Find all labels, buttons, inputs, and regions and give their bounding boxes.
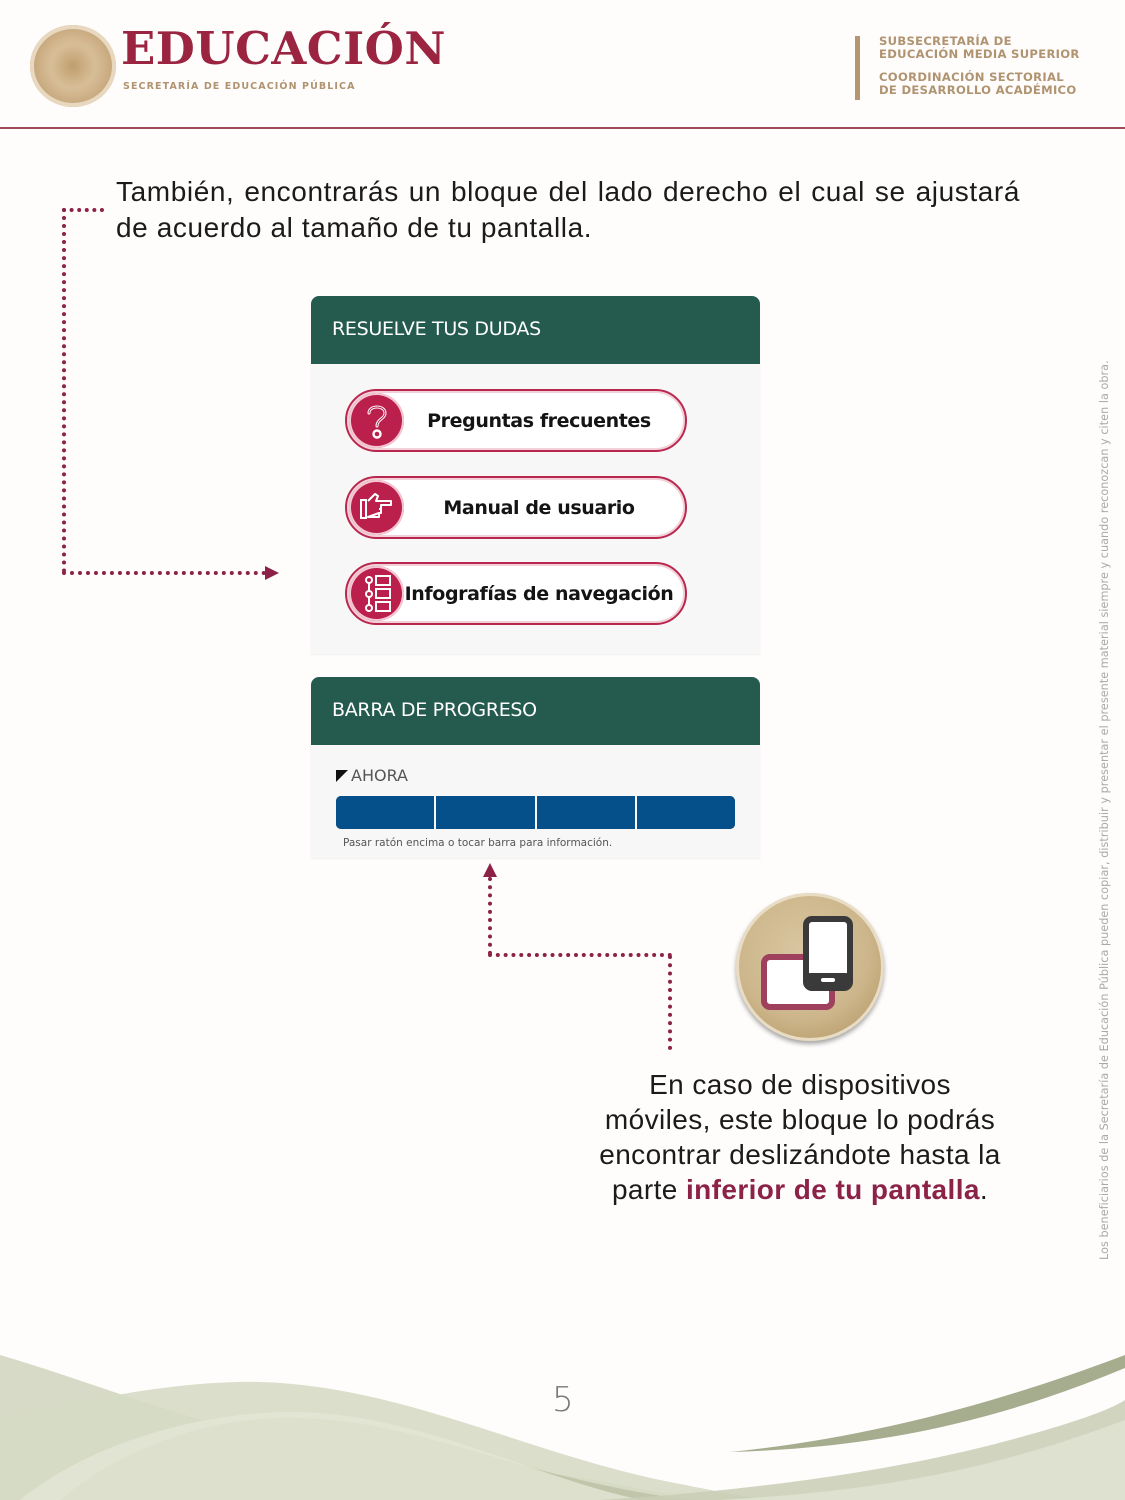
connector-line [668, 955, 672, 1050]
connector-line [488, 877, 492, 955]
brand-title: EDUCACIÓN [121, 22, 446, 75]
now-label: AHORA [351, 766, 408, 785]
page-header: EDUCACIÓN SECRETARÍA DE EDUCACIÓN PÚBLIC… [0, 0, 1125, 130]
header-line: COORDINACIÓN SECTORIAL [879, 70, 1064, 84]
header-line: DE DESARROLLO ACADÉMICO [879, 83, 1077, 97]
progress-segment[interactable] [536, 796, 637, 829]
question-icon [349, 393, 404, 448]
arrow-up-icon [483, 863, 497, 877]
progress-block-title: BARRA DE PROGRESO [311, 677, 760, 745]
legal-notice: Los beneficiarios de la Secretaría de Ed… [1098, 360, 1111, 1260]
flag-icon [336, 769, 348, 782]
pointing-hand-icon [349, 480, 404, 535]
header-divider [855, 36, 860, 100]
progress-hint: Pasar ratón encima o tocar barra para in… [343, 837, 613, 849]
user-manual-button-label: Manual de usuario [443, 496, 635, 519]
arrow-right-icon [265, 566, 279, 580]
intro-text: También, encontrarás un bloque del lado … [116, 176, 1020, 243]
connector-line [62, 208, 104, 212]
connector-line [62, 208, 66, 573]
national-seal-logo [30, 25, 116, 107]
mobile-note: En caso de dispositivos móviles, este bl… [595, 1067, 1005, 1207]
help-block: RESUELVE TUS DUDAS Preguntas frecuentes … [311, 296, 760, 654]
header-line: EDUCACIÓN MEDIA SUPERIOR [879, 47, 1080, 61]
connector-line [62, 571, 266, 575]
header-department: SUBSECRETARÍA DE EDUCACIÓN MEDIA SUPERIO… [879, 35, 1080, 97]
header-rule [0, 127, 1125, 129]
faq-button[interactable]: Preguntas frecuentes [345, 389, 687, 452]
mobile-note-text: En caso de dispositivos móviles, este bl… [599, 1069, 1001, 1205]
user-manual-button[interactable]: Manual de usuario [345, 476, 687, 539]
faq-button-label: Preguntas frecuentes [427, 409, 651, 432]
page-number: 5 [552, 1380, 574, 1420]
header-line: SUBSECRETARÍA DE [879, 34, 1012, 48]
now-marker: AHORA [336, 766, 408, 785]
brand-subtitle: SECRETARÍA DE EDUCACIÓN PÚBLICA [123, 81, 356, 92]
navigation-infographics-button[interactable]: Infografías de navegación [345, 562, 687, 625]
help-block-title: RESUELVE TUS DUDAS [311, 296, 760, 364]
progress-bar[interactable] [336, 796, 735, 829]
devices-icon [736, 893, 884, 1041]
mobile-note-end: . [979, 1174, 989, 1205]
progress-segment[interactable] [636, 796, 735, 829]
mobile-note-emphasis: inferior de tu pantalla [685, 1174, 980, 1205]
flowchart-icon [349, 566, 404, 621]
navigation-infographics-button-label: Infografías de navegación [404, 582, 674, 605]
progress-block: BARRA DE PROGRESO AHORA Pasar ratón enci… [311, 677, 760, 858]
progress-segment[interactable] [436, 796, 537, 829]
footer-wave-decoration [0, 1355, 1125, 1500]
progress-segment[interactable] [336, 796, 437, 829]
connector-line [488, 953, 672, 957]
